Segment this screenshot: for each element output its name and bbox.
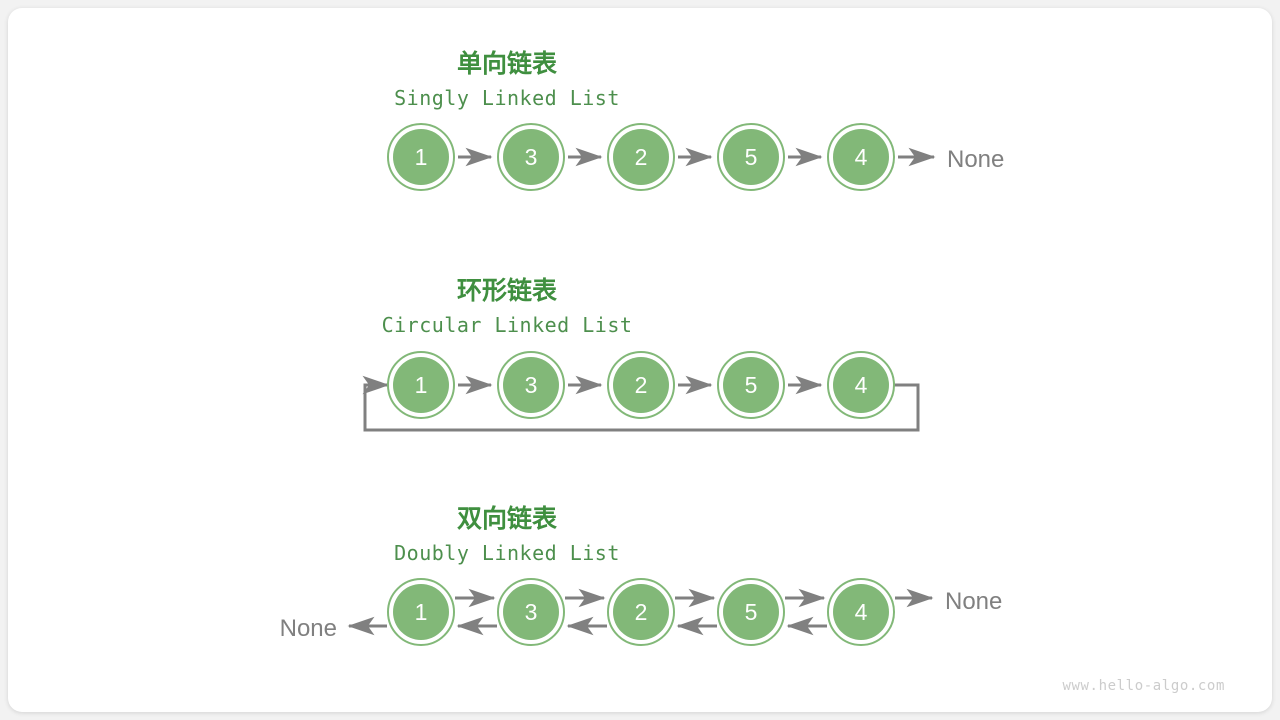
node-value: 4 (855, 599, 868, 625)
node-value: 2 (635, 372, 648, 398)
circular-title-cn: 环形链表 (457, 276, 558, 305)
doubly-node-5: 4 (827, 578, 895, 646)
singly-node-3: 2 (607, 123, 675, 191)
node-value: 5 (745, 599, 758, 625)
doubly-tail-none-label: None (945, 588, 1002, 615)
section-singly: 单向链表 Singly Linked List 1 3 (387, 49, 1004, 191)
node-value: 4 (855, 372, 868, 398)
doubly-node-1: 1 (387, 578, 455, 646)
doubly-title-cn: 双向链表 (457, 504, 558, 533)
circular-node-1: 1 (387, 351, 455, 419)
singly-node-5: 4 (827, 123, 895, 191)
watermark: www.hello-algo.com (1062, 678, 1225, 694)
singly-title-cn: 单向链表 (457, 49, 558, 78)
node-value: 2 (635, 144, 648, 170)
node-value: 1 (415, 144, 428, 170)
circular-node-3: 2 (607, 351, 675, 419)
circular-arrows (362, 375, 920, 432)
section-circular: 环形链表 Circular Linked List 1 3 (362, 276, 920, 432)
section-doubly: 双向链表 Doubly Linked List 1 (280, 504, 1002, 646)
node-value: 5 (745, 144, 758, 170)
singly-title-en: Singly Linked List (394, 86, 620, 110)
node-value: 3 (525, 599, 538, 625)
singly-node-2: 3 (497, 123, 565, 191)
doubly-node-3: 2 (607, 578, 675, 646)
doubly-node-2: 3 (497, 578, 565, 646)
doubly-head-none-label: None (280, 615, 337, 642)
node-value: 5 (745, 372, 758, 398)
circular-node-2: 3 (497, 351, 565, 419)
doubly-title-en: Doubly Linked List (394, 541, 620, 565)
circular-node-4: 5 (717, 351, 785, 419)
node-value: 1 (415, 599, 428, 625)
node-value: 1 (415, 372, 428, 398)
circular-node-5: 4 (827, 351, 895, 419)
node-value: 3 (525, 372, 538, 398)
node-value: 2 (635, 599, 648, 625)
singly-tail-none-label: None (947, 146, 1004, 173)
arrow-tail-to-head-loop (362, 375, 920, 432)
doubly-node-4: 5 (717, 578, 785, 646)
singly-node-4: 5 (717, 123, 785, 191)
node-value: 3 (525, 144, 538, 170)
singly-node-1: 1 (387, 123, 455, 191)
node-value: 4 (855, 144, 868, 170)
circular-title-en: Circular Linked List (382, 313, 633, 337)
